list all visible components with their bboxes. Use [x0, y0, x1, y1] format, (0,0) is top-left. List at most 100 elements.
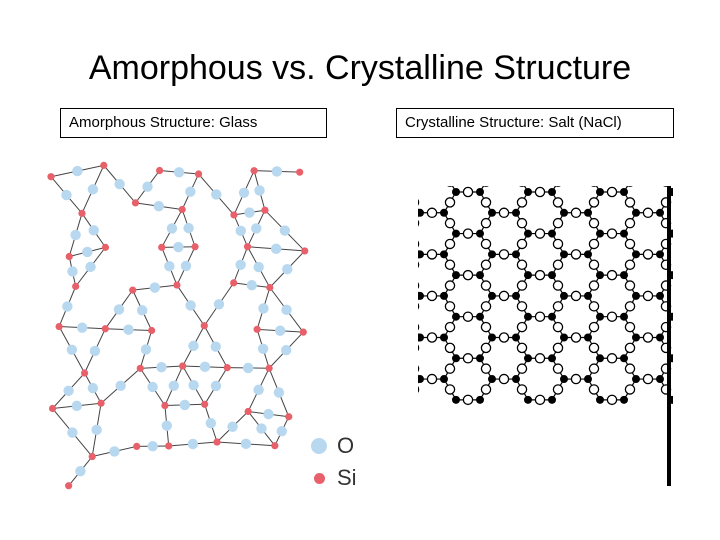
lattice-open-atom: [534, 186, 546, 198]
lattice-filled-atom: [584, 333, 592, 342]
silicon-atom: [129, 286, 137, 294]
silicon-atom: [97, 399, 105, 407]
lattice-filled-atom: [524, 312, 532, 321]
lattice-open-atom: [480, 217, 492, 229]
silicon-atom: [223, 364, 231, 372]
oxygen-atom: [280, 345, 292, 356]
lattice-open-atom: [462, 186, 474, 198]
oxygen-group: [61, 165, 293, 477]
lattice-open-atom: [462, 311, 474, 322]
lattice-open-atom: [624, 238, 636, 250]
oxygen-atom: [61, 189, 72, 201]
lattice-open-atom: [624, 363, 636, 374]
lattice-open-atom: [480, 363, 492, 374]
silicon-atom: [155, 166, 164, 175]
silicon-atom: [296, 168, 304, 176]
oxygen-atom: [242, 362, 254, 374]
oxygen-atom: [85, 261, 96, 273]
lattice-open-atom: [444, 301, 456, 312]
oxygen-atom: [180, 260, 192, 272]
lattice-open-atom: [516, 321, 528, 333]
lattice-open-atom: [516, 301, 528, 312]
lattice-open-atom: [516, 217, 528, 229]
lattice-filled-atom: [488, 208, 496, 217]
lattice-filled-atom: [452, 271, 460, 280]
oxygen-atom: [89, 345, 101, 357]
lattice-filled-atom: [524, 229, 532, 238]
lattice-open-atom: [588, 384, 600, 395]
silicon-atom: [148, 326, 156, 335]
lattice-filled-atom: [476, 188, 484, 196]
lattice-open-atom: [624, 384, 636, 395]
lattice-filled-atom: [620, 312, 628, 321]
lattice-open-atom: [624, 280, 636, 291]
lattice-filled-atom: [596, 354, 604, 363]
lattice-filled-atom: [418, 250, 424, 259]
lattice-open-atom: [444, 280, 456, 291]
lattice-open-atom: [480, 259, 492, 270]
lattice-filled-atom: [656, 250, 664, 259]
lattice-open-atom: [444, 259, 456, 270]
lattice-open-atom: [552, 384, 564, 395]
lattice-open-atom: [418, 198, 420, 206]
silicon-atom: [158, 243, 166, 251]
lattice-filled-atom: [548, 271, 556, 280]
silicon-atom: [299, 328, 307, 336]
lattice-open-atom: [624, 342, 636, 354]
oxygen-atom: [276, 426, 287, 437]
oxygen-atom: [183, 222, 194, 234]
silicon-atom: [72, 282, 80, 290]
lattice-filled-atom: [548, 312, 556, 321]
silicon-atom: [47, 173, 55, 181]
lattice-filled-atom: [560, 208, 568, 217]
oxygen-atom: [63, 385, 74, 396]
silicon-atom: [266, 283, 274, 292]
lattice-filled-atom: [656, 208, 664, 217]
silicon-atom: [261, 206, 269, 214]
slide-title: Amorphous vs. Crystalline Structure: [88, 49, 632, 87]
lattice-open-atom: [516, 363, 528, 374]
lattice-filled-atom: [560, 333, 568, 342]
lattice-open-atom: [552, 217, 564, 229]
oxygen-atom: [205, 417, 217, 429]
lattice-filled-atom: [488, 333, 496, 342]
lattice-filled-atom: [418, 208, 424, 217]
lattice-filled-atom: [632, 333, 640, 342]
oxygen-atom: [273, 387, 285, 398]
lattice-open-atom: [588, 259, 600, 270]
lattice-open-atom: [516, 238, 528, 250]
lattice-open-atom: [426, 332, 438, 343]
lattice-open-atom: [418, 344, 420, 352]
oxygen-atom: [235, 259, 246, 270]
lattice-filled-atom: [452, 395, 460, 404]
lattice-open-atom: [418, 261, 420, 269]
lattice-open-atom: [570, 249, 582, 260]
lattice-filled-atom: [548, 354, 556, 363]
lattice-open-atom: [498, 249, 510, 260]
lattice-filled-atom: [512, 375, 520, 384]
oxygen-atom: [140, 344, 152, 355]
lattice-open-atom: [426, 290, 438, 302]
lattice-open-atom: [480, 301, 492, 312]
silicon-atom: [80, 369, 89, 377]
silicon-atom: [48, 404, 57, 413]
silicon-atom: [250, 167, 258, 175]
lattice-open-atom: [462, 353, 474, 364]
silicon-atom: [253, 325, 261, 333]
oxygen-atom: [240, 438, 252, 450]
lattice-open-atom: [624, 259, 636, 270]
silicon-atom: [161, 401, 169, 410]
lattice-filled-atom: [596, 395, 604, 404]
oxygen-atom: [70, 229, 81, 241]
lattice-filled-atom: [584, 375, 592, 384]
lattice-open-atom: [552, 321, 564, 333]
oxygen-atom: [210, 341, 221, 352]
lattice-filled-atom: [620, 188, 628, 196]
lattice-open-atom: [462, 228, 474, 239]
silicon-atom: [133, 442, 141, 451]
lattice-filled-atom: [476, 395, 484, 404]
lattice-filled-atom: [418, 375, 424, 384]
oxygen-atom: [142, 181, 153, 192]
lattice-open-atom: [480, 280, 492, 291]
lattice-filled-atom: [440, 375, 448, 384]
